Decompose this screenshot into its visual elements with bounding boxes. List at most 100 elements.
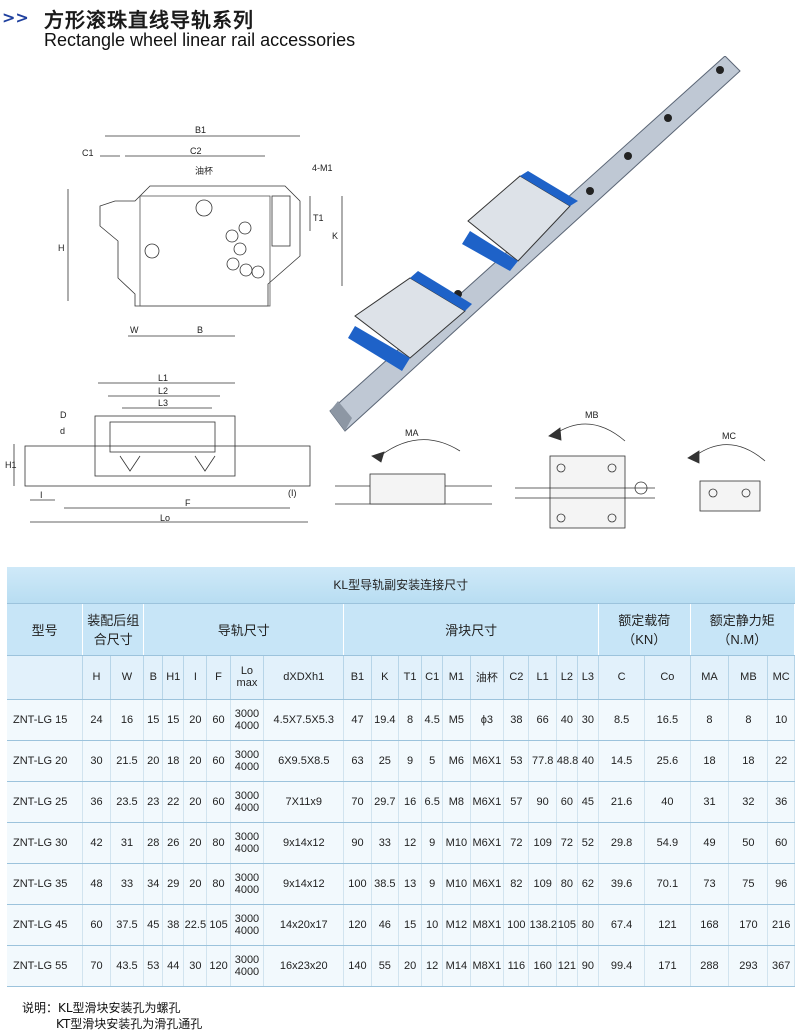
cell-l1: 109 (528, 863, 557, 905)
lo-value: 3000 (234, 830, 260, 843)
col-header: L3 (577, 655, 599, 700)
lo-value: 3000 (234, 871, 260, 884)
cell-w: 33 (110, 863, 145, 905)
spec-table-container: KL型导轨副安装连接尺寸 型号 装配后组合尺寸 导轨尺寸 滑块尺寸 额定载荷（K… (7, 567, 796, 987)
cell-co: 171 (644, 945, 691, 987)
lo-value: 4000 (234, 801, 260, 814)
cell-l2: 60 (556, 781, 578, 823)
cell-ddh: 9x14x12 (263, 822, 345, 864)
cell-oil: M6X1 (470, 781, 505, 823)
cell-t1: 8 (398, 699, 423, 741)
cell-b1: 70 (343, 781, 372, 823)
cell-ma: 168 (690, 904, 730, 946)
cell-b: 15 (143, 699, 164, 741)
col-header: T1 (398, 655, 423, 700)
cell-h: 36 (82, 781, 111, 823)
cell-w: 21.5 (110, 740, 145, 782)
cell-h1: 26 (162, 822, 185, 864)
cell-mb: 8 (728, 699, 769, 741)
cell-t1: 20 (398, 945, 423, 987)
table-caption-row: KL型导轨副安装连接尺寸 (7, 567, 795, 604)
col-header: M1 (442, 655, 471, 700)
label-h1: H1 (5, 460, 17, 470)
cell-l3: 40 (577, 740, 599, 782)
col-header: MA (690, 655, 730, 700)
cell-oil: M8X1 (470, 904, 505, 946)
lo-value: 4000 (234, 760, 260, 773)
table-group-header-row: 型号 装配后组合尺寸 导轨尺寸 滑块尺寸 额定载荷（KN） 额定静力矩（N.M） (7, 603, 796, 656)
cell-co: 25.6 (644, 740, 691, 782)
rated-load-label: 额定载荷 (618, 613, 671, 628)
col-model-blank (7, 655, 84, 700)
cell-ddh: 14x20x17 (263, 904, 345, 946)
cell-i: 22.5 (183, 904, 208, 946)
cell-m1: M5 (442, 699, 471, 741)
cell-mc: 10 (767, 699, 795, 741)
col-header: MB (728, 655, 769, 700)
cell-l3: 30 (577, 699, 599, 741)
col-header: L1 (528, 655, 557, 700)
cell-w: 31 (110, 822, 145, 864)
cell-l3: 62 (577, 863, 599, 905)
label-ma: MA (405, 428, 419, 438)
cell-ma: 288 (690, 945, 730, 987)
lo-value: 3000 (234, 953, 260, 966)
header-arrows: >> (2, 8, 29, 27)
col-header: B1 (343, 655, 372, 700)
cell-mc: 22 (767, 740, 795, 782)
static-moment-label: 额定静力矩 (709, 613, 775, 628)
cell-b1: 47 (343, 699, 372, 741)
cell-c1: 5 (421, 740, 444, 782)
cell-c2: 38 (503, 699, 530, 741)
col-header: W (110, 655, 145, 700)
col-header: dXDXh1 (263, 655, 345, 700)
cell-h1: 22 (162, 781, 185, 823)
cell-mc: 216 (767, 904, 795, 946)
cell-t1: 13 (398, 863, 423, 905)
cell-k: 25 (371, 740, 400, 782)
col-header: 油杯 (470, 655, 505, 700)
cell-ma: 18 (690, 740, 730, 782)
label-m1: 4-M1 (312, 163, 333, 173)
cell-b: 23 (143, 781, 164, 823)
cell-h: 70 (82, 945, 111, 987)
front-section-view (67, 135, 343, 337)
cell-mc: 36 (767, 781, 795, 823)
cell-h1: 44 (162, 945, 185, 987)
col-header: C (598, 655, 646, 700)
cell-w: 16 (110, 699, 145, 741)
cell-l3: 80 (577, 904, 599, 946)
cell-b1: 120 (343, 904, 372, 946)
label-i-paren: (I) (288, 488, 297, 498)
cell-mb: 75 (728, 863, 769, 905)
cell-m1: M10 (442, 863, 471, 905)
page-title-cn: 方形滚珠直线导轨系列 (44, 8, 254, 32)
cell-c: 21.6 (598, 781, 646, 823)
col-header: MC (767, 655, 795, 700)
label-b: B (197, 325, 203, 335)
technical-drawings: B1 C1 C2 油杯 4-M1 T1 K H W B L1 L2 L3 D d… (0, 56, 800, 556)
drawings-svg: B1 C1 C2 油杯 4-M1 T1 K H W B L1 L2 L3 D d… (5, 56, 766, 529)
cell-i: 30 (183, 945, 208, 987)
cell-h1: 29 (162, 863, 185, 905)
cell-c: 8.5 (598, 699, 646, 741)
table-caption: KL型导轨副安装连接尺寸 (7, 567, 795, 604)
cell-c2: 72 (503, 822, 530, 864)
cell-c2: 57 (503, 781, 530, 823)
cell-ma: 8 (690, 699, 730, 741)
cell-f: 80 (206, 863, 231, 905)
cell-model: ZNT-LG 45 (7, 904, 84, 946)
cell-model: ZNT-LG 20 (7, 740, 84, 782)
cell-ma: 31 (690, 781, 730, 823)
col-header: Co (644, 655, 691, 700)
cell-b: 53 (143, 945, 164, 987)
cell-h1: 18 (162, 740, 185, 782)
label-t1: T1 (313, 213, 324, 223)
